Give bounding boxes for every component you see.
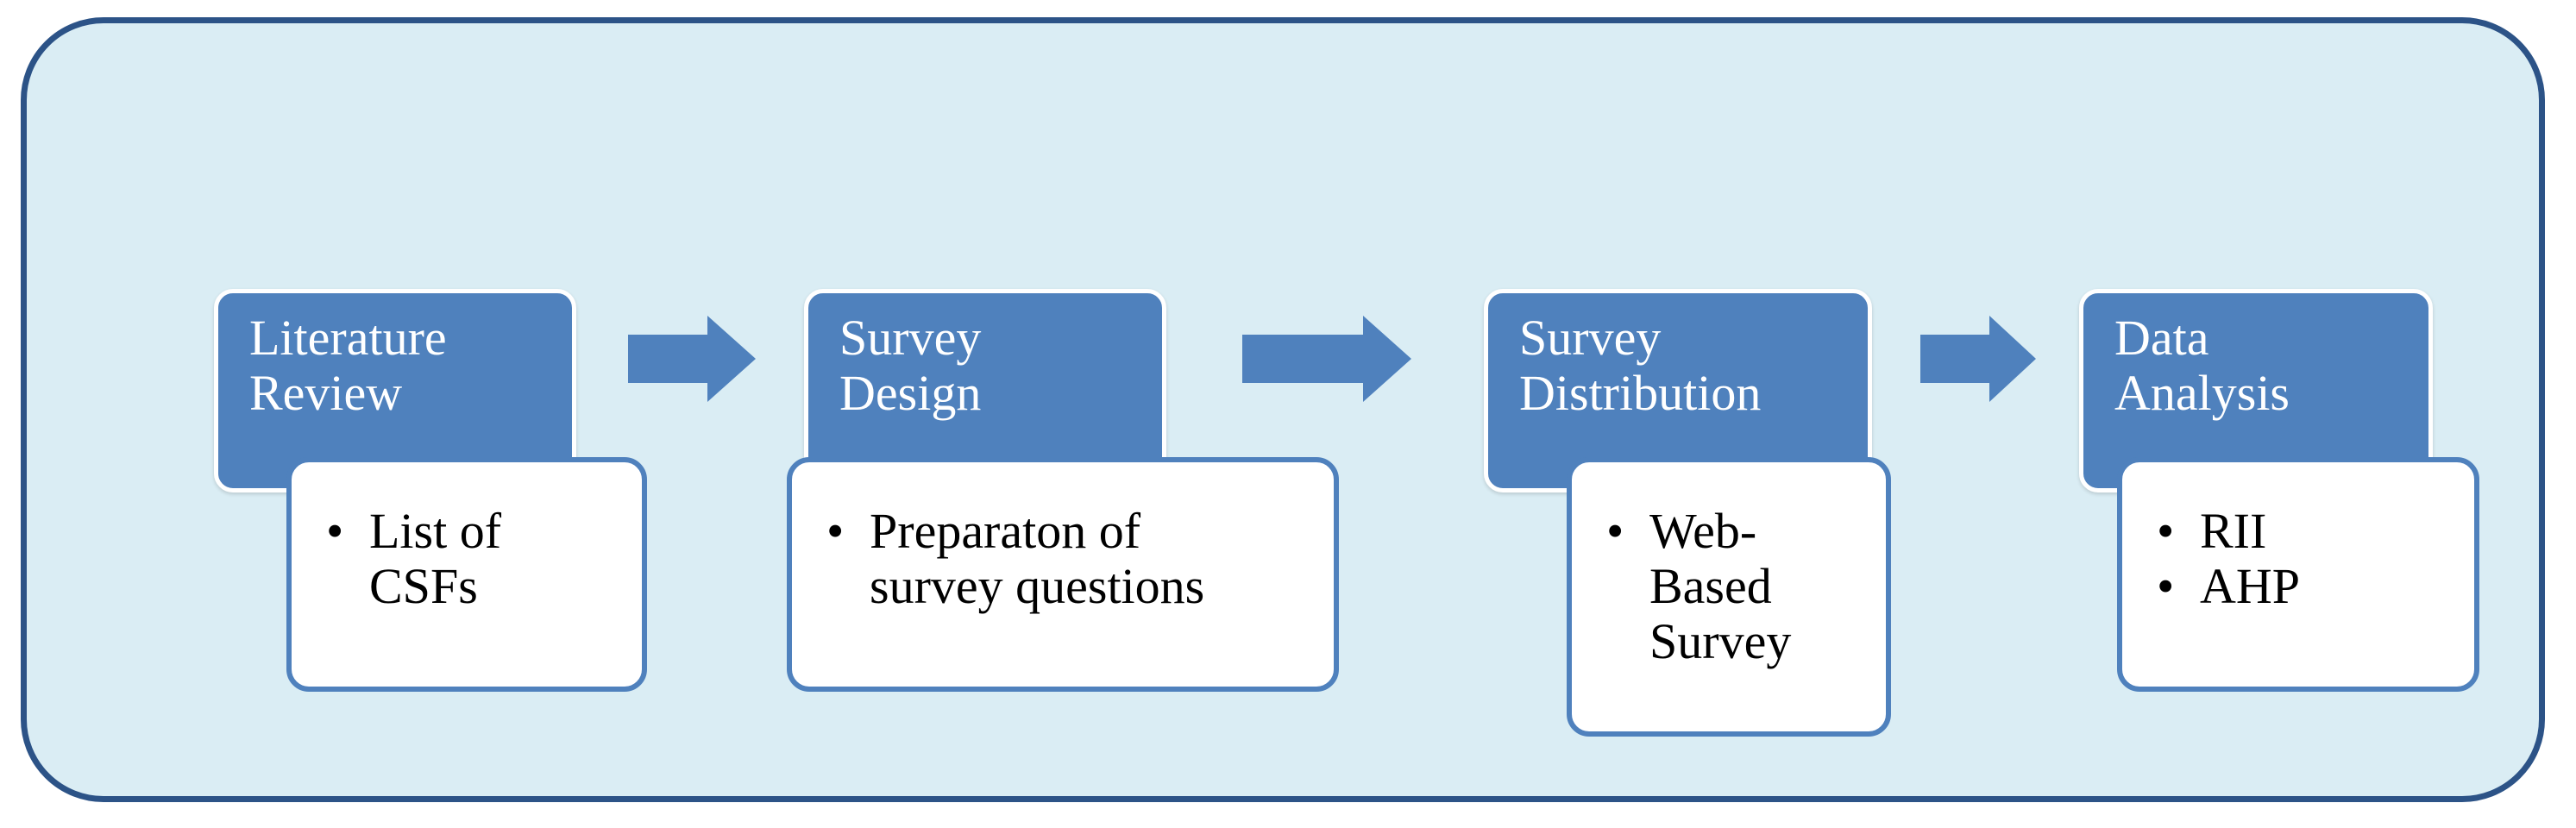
stage-3-title-line-1: Survey (1519, 310, 1662, 366)
stage-4-bullet-1: RII (2157, 503, 2474, 560)
stage-1-title-line-2: Review (249, 365, 403, 421)
stage-2-title-line-2: Design (839, 365, 982, 421)
stage-3-bullet-1-line-1: Web- (1649, 503, 1757, 559)
stage-3-title-line-2: Distribution (1519, 365, 1762, 421)
stage-1-bullet-1-line-1: List of (369, 503, 502, 559)
stage-3-bullet-1: Web- Based Survey (1606, 503, 1886, 669)
stage-3-bullet-1-line-2: Based (1649, 558, 1772, 614)
stage-2-bullet-1-line-1: Preparaton of (870, 503, 1141, 559)
stage-2-title-line-1: Survey (839, 310, 982, 366)
stage-1-bullet-1: List of CSFs (326, 503, 642, 614)
arrow-3-icon (1920, 316, 2036, 402)
stage-2-bullet-list: Preparaton of survey questions (792, 504, 1334, 614)
stage-1-bullet-1-line-2: CSFs (369, 558, 478, 614)
arrow-2-icon (1242, 316, 1411, 402)
stage-1-title-line-1: Literature (249, 310, 447, 366)
stage-4-title-line-1: Data (2114, 310, 2209, 366)
stage-4-bullet-list: RII AHP (2122, 503, 2474, 615)
stage-4-bullet-2-line-1: AHP (2200, 558, 2301, 614)
stage-3-details: Web- Based Survey (1567, 457, 1891, 737)
stage-4-bullet-1-line-1: RII (2200, 503, 2267, 559)
stage-3-bullet-1-line-3: Survey (1649, 613, 1792, 669)
stage-4-title-line-2: Analysis (2114, 365, 2290, 421)
stage-2-details: Preparaton of survey questions (787, 457, 1339, 692)
stage-2-bullet-1-line-2: survey questions (870, 558, 1205, 614)
stage-4-details: RII AHP (2117, 457, 2479, 692)
stage-4-bullet-2: AHP (2157, 558, 2474, 615)
stage-1-bullet-list: List of CSFs (292, 504, 642, 614)
arrow-1-icon (628, 316, 756, 402)
stage-3-bullet-list: Web- Based Survey (1572, 504, 1886, 669)
stage-2-bullet-1: Preparaton of survey questions (826, 503, 1334, 614)
stage-1-details: List of CSFs (286, 457, 647, 692)
